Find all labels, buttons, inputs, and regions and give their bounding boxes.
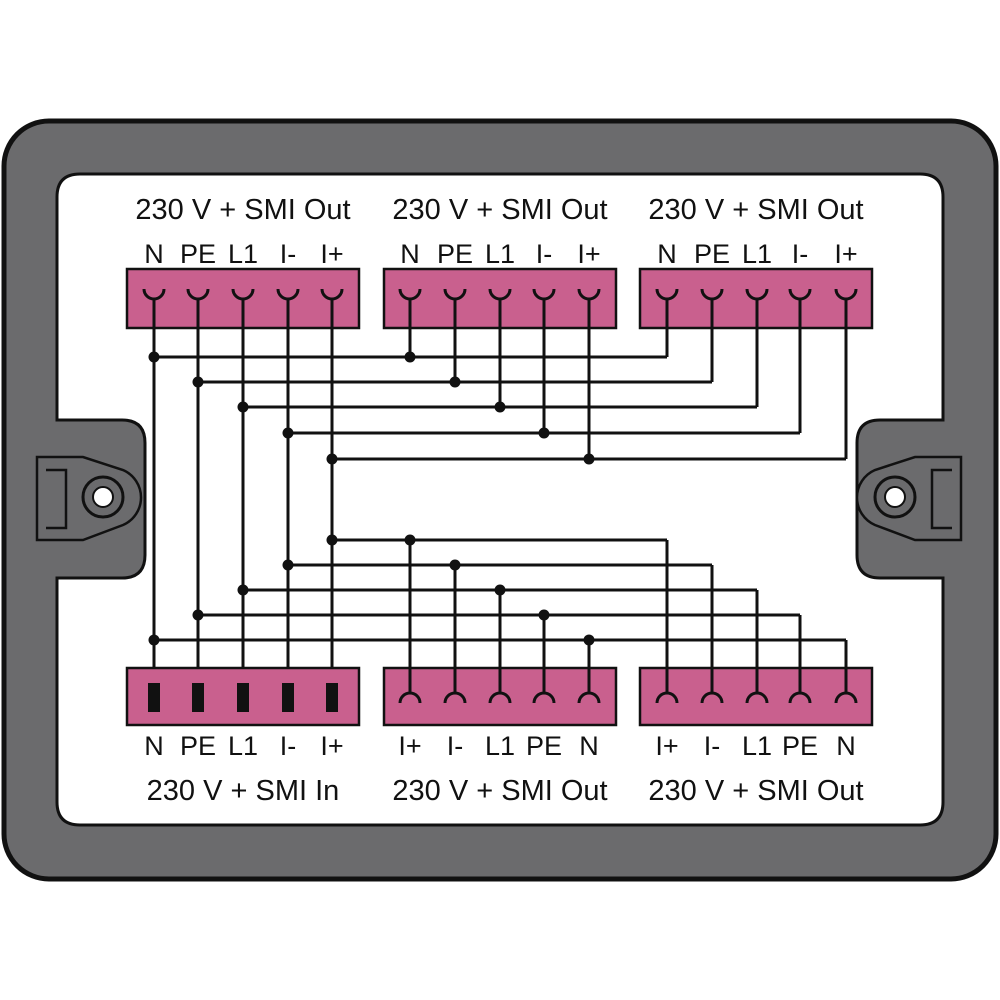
pin-label: N bbox=[579, 731, 599, 761]
connector-title: 230 V + SMI In bbox=[147, 775, 340, 807]
pin-label: N bbox=[836, 731, 856, 761]
mounting-ear bbox=[35, 455, 143, 542]
pin-label: L1 bbox=[228, 239, 258, 269]
pin-label: I- bbox=[704, 731, 721, 761]
screw-hole-icon bbox=[884, 486, 906, 508]
pin-label: N bbox=[144, 239, 164, 269]
pin-label: L1 bbox=[742, 239, 772, 269]
pin-label: I- bbox=[447, 731, 464, 761]
pin-label: L1 bbox=[228, 731, 258, 761]
plug-pin-icon bbox=[237, 683, 249, 712]
pin-label: PE bbox=[180, 239, 216, 269]
plug-pin-icon bbox=[282, 683, 294, 712]
pin-label: N bbox=[144, 731, 164, 761]
pin-label: PE bbox=[437, 239, 473, 269]
ear-slot bbox=[930, 468, 952, 530]
screw-hole-icon bbox=[92, 486, 114, 508]
connector-title: 230 V + SMI Out bbox=[392, 775, 607, 807]
plug-pin-icon bbox=[326, 683, 338, 712]
pin-label: I- bbox=[280, 731, 297, 761]
junction-dot bbox=[282, 559, 294, 571]
pin-label: I- bbox=[792, 239, 809, 269]
pin-label: N bbox=[657, 239, 677, 269]
plug-pin-icon bbox=[192, 683, 204, 712]
plug-pin-icon bbox=[148, 683, 160, 712]
pin-label: PE bbox=[694, 239, 730, 269]
connector-title: 230 V + SMI Out bbox=[648, 775, 863, 807]
pin-label: L1 bbox=[742, 731, 772, 761]
connector-title: 230 V + SMI Out bbox=[648, 194, 863, 226]
pin-label: PE bbox=[180, 731, 216, 761]
pin-label: PE bbox=[526, 731, 562, 761]
pin-label: I- bbox=[536, 239, 553, 269]
junction-dot bbox=[237, 584, 249, 596]
pin-label: L1 bbox=[485, 239, 515, 269]
panel bbox=[55, 172, 945, 827]
connector-title: 230 V + SMI Out bbox=[135, 194, 350, 226]
pin-label: PE bbox=[782, 731, 818, 761]
pin-label: I+ bbox=[320, 239, 343, 269]
mounting-ear bbox=[855, 455, 963, 542]
pin-label: I- bbox=[280, 239, 297, 269]
pin-label: N bbox=[400, 239, 420, 269]
pin-label: I+ bbox=[577, 239, 600, 269]
connector-title: 230 V + SMI Out bbox=[392, 194, 607, 226]
pin-label: I+ bbox=[398, 731, 421, 761]
pin-label: I+ bbox=[320, 731, 343, 761]
pin-label: I+ bbox=[655, 731, 678, 761]
pin-label: I+ bbox=[834, 239, 857, 269]
pin-label: L1 bbox=[485, 731, 515, 761]
junction-dot bbox=[192, 609, 204, 621]
ear-slot bbox=[46, 468, 68, 530]
junction-dot bbox=[326, 534, 338, 546]
junction-dot bbox=[148, 634, 160, 646]
